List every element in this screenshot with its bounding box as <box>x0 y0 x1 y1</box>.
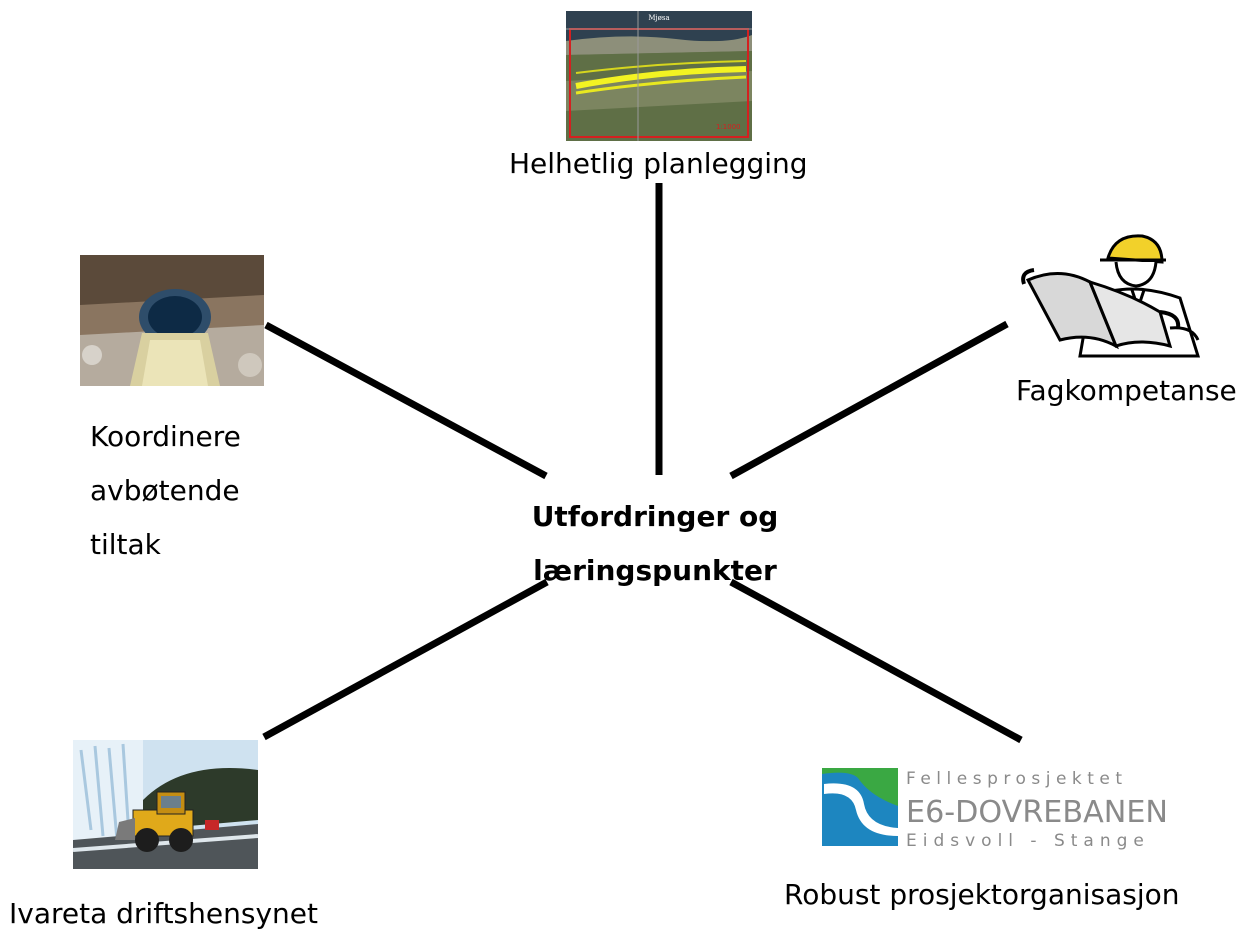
culvert-pipe-image <box>80 255 264 386</box>
e6-dovrebanen-logo: Fellesprosjektet E6-DOVREBANEN Eidsvoll … <box>822 768 1168 850</box>
wheel-loader-image <box>73 740 258 869</box>
map-caption: Mjøsa <box>648 14 669 22</box>
connector-upper-left <box>264 321 548 480</box>
node-label-lower-right: Robust prosjektorganisasjon <box>784 878 1180 911</box>
node-label-lower-left: Ivareta driftshensynet <box>9 897 318 930</box>
map-scale: 1:1000 <box>716 123 741 131</box>
koordinere-line-2: avbøtende <box>90 474 240 507</box>
logo-text-bottom: Eidsvoll - Stange <box>906 831 1150 850</box>
logo-text-top: Fellesprosjektet <box>906 769 1128 789</box>
koordinere-line-3: tiltak <box>90 528 161 561</box>
node-label-upper-right: Fagkompetanse <box>1016 374 1237 407</box>
engineer-icon <box>1021 234 1201 358</box>
connector-upper-right <box>729 320 1009 480</box>
center-line-1: Utfordringer og <box>531 500 779 533</box>
connector-lower-left <box>262 578 549 741</box>
center-line-2: læringspunkter <box>533 554 777 587</box>
node-label-upper-left: Koordinere avbøtende tiltak <box>90 410 241 572</box>
logo-text-main: E6-DOVREBANEN <box>906 795 1168 830</box>
aerial-map-image: Mjøsa 1:1000 <box>566 11 752 141</box>
node-label-top: Helhetlig planlegging <box>509 147 808 180</box>
connector-lower-right <box>729 578 1023 744</box>
koordinere-line-1: Koordinere <box>90 420 241 453</box>
center-topic: Utfordringer og læringspunkter <box>505 490 805 598</box>
